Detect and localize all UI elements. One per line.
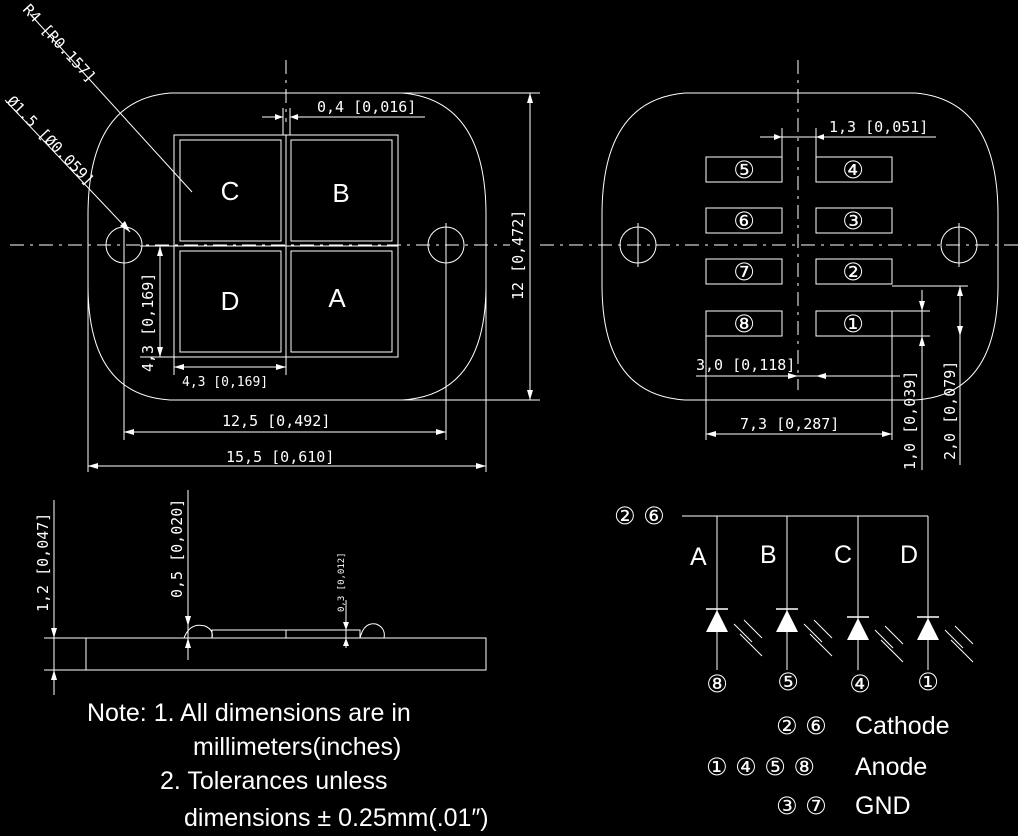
pad-label-7: ⑦	[733, 258, 755, 286]
pin-c: ④	[849, 670, 871, 698]
gnd-pins: ③ ⑦	[776, 792, 827, 820]
channel-a: A	[690, 543, 707, 571]
pad-h1-label: 1,0 [0,039]	[901, 371, 919, 470]
pad-4	[815, 156, 893, 183]
side-view: 1,2 [0,047] 0,5 [0,020] 0,3 [0,012]	[34, 490, 487, 695]
cathode-pins: ② ⑥	[776, 712, 827, 740]
front-view: C B D A R4 [R0.157] Ø1.5 [Ø0.059] 0,4 [0…	[3, 1, 540, 472]
chip-width-label: 4,3 [0,169]	[182, 375, 268, 390]
pin-b: ⑤	[777, 668, 799, 696]
side-substrate	[85, 637, 487, 671]
pin-a: ⑧	[706, 670, 728, 698]
pad-3	[815, 207, 893, 234]
height-label: 12 [0,472]	[509, 210, 527, 300]
note-line-2: millimeters(inches)	[193, 733, 401, 761]
back-view: ⑤ ⑥ ⑦ ⑧ ④ ③ ② ① 1,3 [0,051] 3,0 [0,118] …	[540, 60, 1018, 470]
die-a	[290, 250, 393, 353]
pad-7	[705, 258, 783, 285]
led-a	[706, 610, 728, 632]
side-dome-right	[359, 623, 385, 639]
schematic: ② ⑥ A ⑧ B ⑤ C ④ D ①	[614, 502, 974, 698]
pad-label-6: ⑥	[733, 207, 755, 235]
side-dome-h-label: 0,5 [0,020]	[168, 499, 186, 598]
pad-span-label: 7,3 [0,287]	[740, 415, 839, 433]
pad-gap-label: 1,3 [0,051]	[829, 118, 928, 136]
cathode-label: Cathode	[855, 712, 950, 740]
channel-c: C	[834, 541, 852, 569]
chip-height-label: 4,3 [0,169]	[139, 273, 157, 372]
pad-label-8: ⑧	[733, 310, 755, 338]
note-line-3: 2. Tolerances unless	[160, 767, 387, 795]
anode-label: Anode	[855, 753, 927, 781]
hole-leader	[4, 99, 131, 233]
led-d	[917, 618, 939, 640]
channel-b: B	[760, 541, 777, 569]
pad-label-2: ②	[842, 258, 864, 286]
side-small-h-label: 0,3 [0,012]	[337, 552, 347, 612]
note-line-1: Note: 1. All dimensions are in	[87, 699, 411, 727]
die-label-a: A	[328, 283, 346, 313]
radius-label: R4 [R0.157]	[19, 1, 99, 86]
pad-2	[815, 258, 893, 285]
common-pins: ② ⑥	[614, 502, 665, 530]
pad-offset-label: 3,0 [0,118]	[696, 356, 795, 374]
width-label: 15,5 [0,610]	[226, 448, 334, 466]
die-label-b: B	[332, 178, 349, 208]
gnd-label: GND	[855, 792, 911, 820]
gap-label: 0,4 [0,016]	[317, 98, 416, 116]
channel-d: D	[900, 541, 918, 569]
led-c	[847, 618, 869, 640]
die-d	[179, 250, 282, 353]
die-label-d: D	[221, 286, 240, 316]
notes: Note: 1. All dimensions are in millimete…	[87, 699, 489, 832]
anode-pins: ① ④ ⑤ ⑧	[706, 753, 815, 781]
note-line-4: dimensions ± 0.25mm(.01″)	[184, 804, 489, 832]
radius-leader	[29, 13, 193, 193]
die-b	[290, 139, 393, 242]
pad-label-5: ⑤	[733, 156, 755, 184]
die-c	[179, 139, 282, 242]
side-total-h-label: 1,2 [0,047]	[34, 513, 52, 612]
pin-d: ①	[917, 668, 939, 696]
pin-legend: ② ⑥ Cathode ① ④ ⑤ ⑧ Anode ③ ⑦ GND	[706, 712, 950, 820]
led-b	[776, 610, 798, 632]
back-body-outline	[601, 92, 999, 401]
hole-spacing-label: 12,5 [0,492]	[222, 412, 330, 430]
pad-label-1: ①	[842, 310, 864, 338]
pad-h2-label: 2,0 [0,079]	[941, 361, 959, 460]
die-label-c: C	[221, 176, 240, 206]
pad-6	[705, 207, 783, 234]
hole-label: Ø1.5 [Ø0.059]	[3, 92, 98, 189]
pad-1	[815, 310, 893, 337]
pad-label-3: ③	[842, 207, 864, 235]
pad-5	[705, 156, 783, 183]
pad-8	[705, 310, 783, 337]
pad-label-4: ④	[842, 156, 864, 184]
